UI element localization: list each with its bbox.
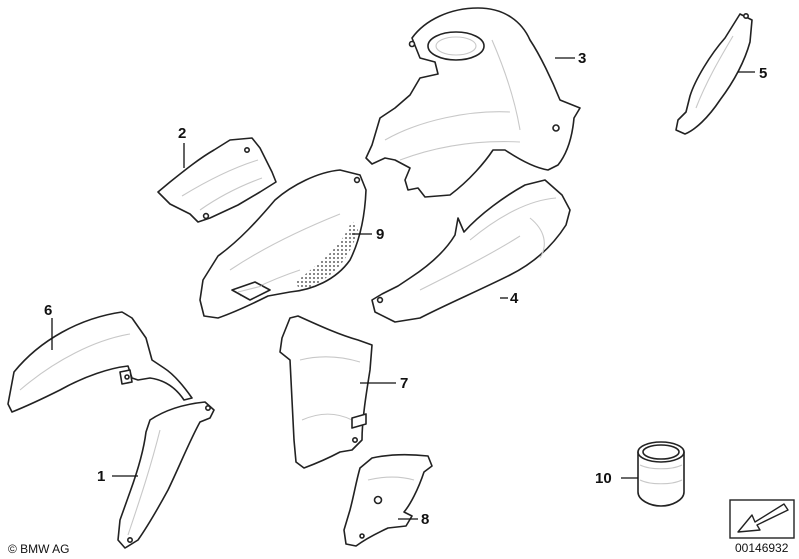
callout-8: 8 <box>421 511 429 528</box>
callout-4: 4 <box>510 290 519 307</box>
leader-lines <box>51 57 755 520</box>
part-3-tank-cover[interactable] <box>365 7 581 198</box>
callout-9: 9 <box>376 226 384 243</box>
part-2-panel[interactable] <box>157 137 277 223</box>
callout-2: 2 <box>178 125 186 142</box>
callout-5: 5 <box>759 65 767 82</box>
callout-10: 10 <box>595 470 612 487</box>
part-10-sleeve[interactable] <box>637 441 685 507</box>
part-8-bracket-cover[interactable] <box>343 453 433 547</box>
part-1-side-panel[interactable] <box>117 401 215 549</box>
diagram-number: 00146932 <box>735 541 789 555</box>
callout-labels: 3 5 2 9 4 6 7 1 8 10 <box>44 50 767 528</box>
part-5-side-trim[interactable] <box>675 13 753 135</box>
arrow-down-left-icon[interactable] <box>729 499 795 539</box>
copyright-text: © BMW AG <box>8 542 70 556</box>
part-7-front-lower-fairing[interactable] <box>279 315 373 469</box>
part-6-front-fender[interactable] <box>7 311 193 413</box>
callout-6: 6 <box>44 302 52 319</box>
callout-3: 3 <box>578 50 586 67</box>
part-4-lower-fairing[interactable] <box>371 179 571 323</box>
callout-7: 7 <box>400 375 408 392</box>
part-9-side-cover[interactable] <box>199 169 367 319</box>
callout-1: 1 <box>97 468 105 485</box>
